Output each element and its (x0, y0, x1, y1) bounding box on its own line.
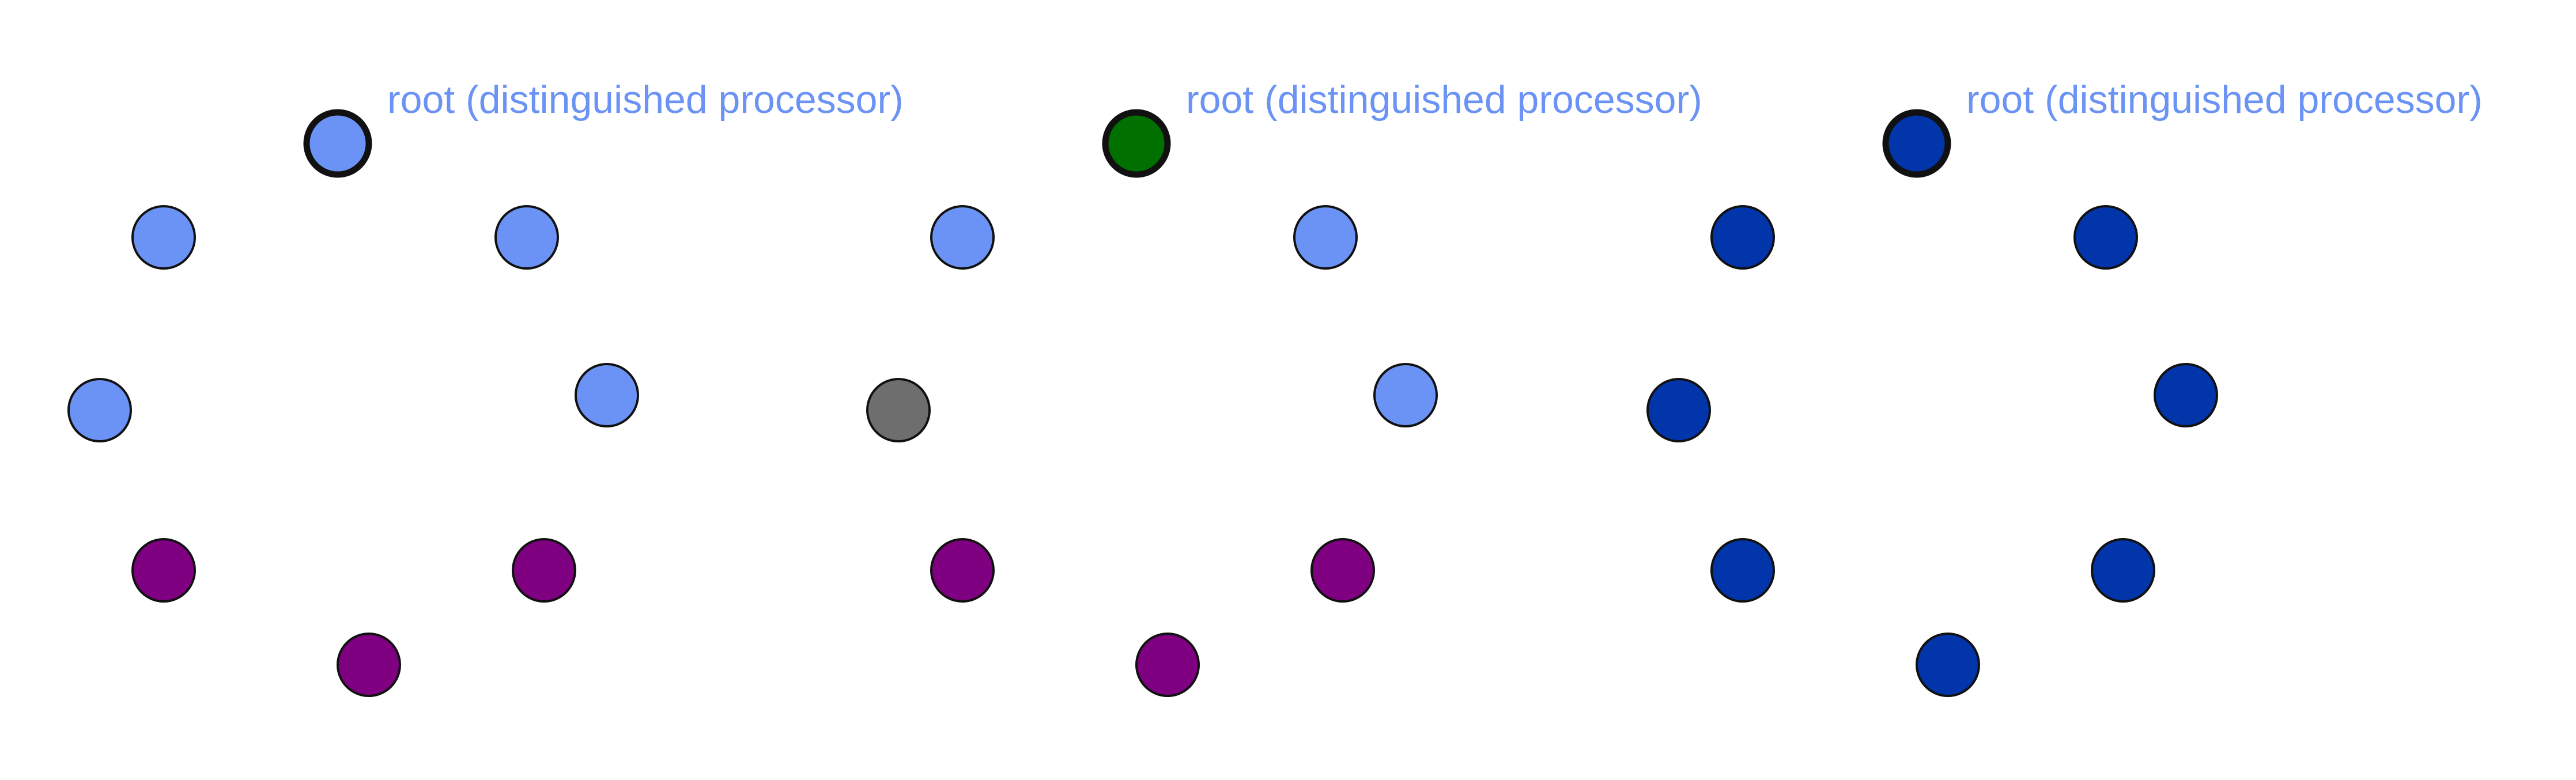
processor-node (337, 633, 401, 697)
processor-node (1710, 538, 1775, 603)
processor-node (494, 205, 559, 270)
processor-node (575, 363, 639, 427)
processor-node (866, 378, 931, 442)
processor-node (1310, 538, 1375, 603)
processor-node (1916, 633, 1980, 697)
processor-node (131, 205, 196, 270)
processor-node (2073, 205, 2138, 270)
processor-node (1710, 205, 1775, 270)
processor-node (131, 538, 196, 603)
root-label: root (distinguished processor) (387, 78, 904, 122)
processor-node (930, 538, 995, 603)
root-processor-node (1102, 109, 1171, 178)
processor-node (2154, 363, 2218, 427)
root-label: root (distinguished processor) (1966, 78, 2483, 122)
processor-node (1646, 378, 1711, 442)
processor-node (67, 378, 132, 442)
processor-node (1293, 205, 1358, 270)
root-processor-node (1882, 109, 1951, 178)
root-processor-node (303, 109, 372, 178)
processor-node (2091, 538, 2155, 603)
processor-node (512, 538, 576, 603)
processor-node (1373, 363, 1438, 427)
processor-node (1135, 633, 1200, 697)
root-label: root (distinguished processor) (1186, 78, 1702, 122)
processor-node (930, 205, 995, 270)
